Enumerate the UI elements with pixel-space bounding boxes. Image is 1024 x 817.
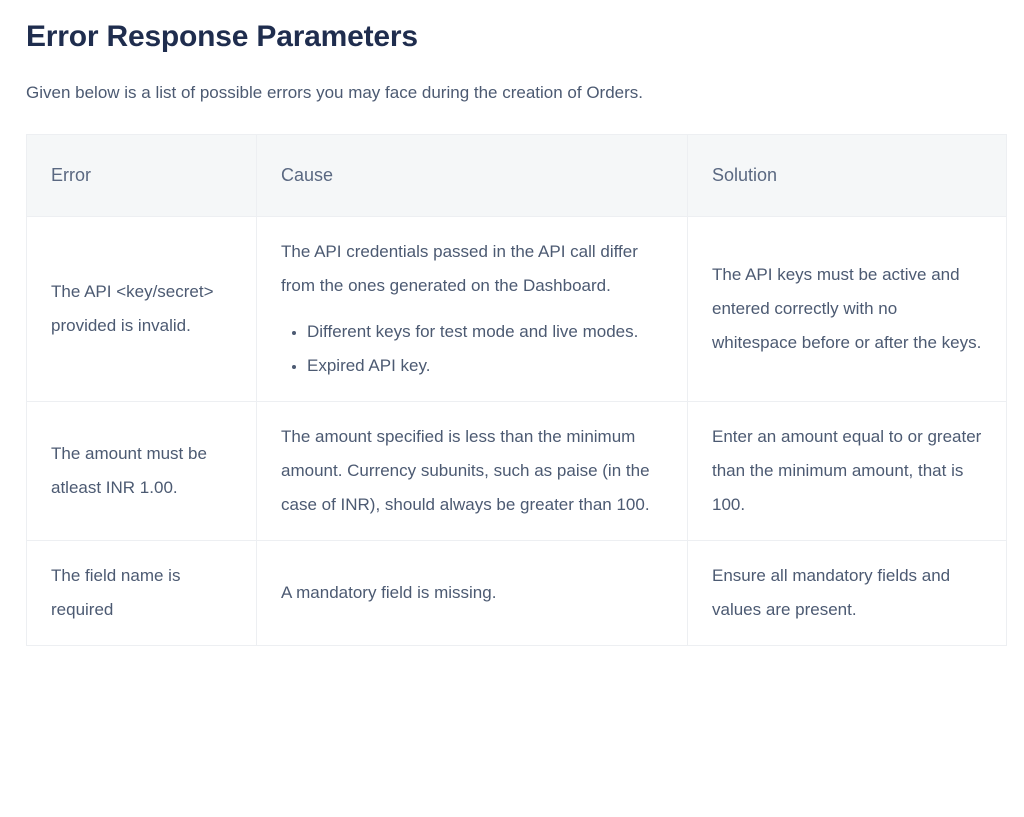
cause-text: The API credentials passed in the API ca… [281,242,638,295]
cell-solution: The API keys must be active and entered … [687,216,1007,402]
cell-solution: Ensure all mandatory fields and values a… [712,566,951,619]
column-header-cause: Cause [256,134,688,217]
cause-bullet-item: Expired API key. [307,349,663,383]
intro-paragraph: Given below is a list of possible errors… [26,83,644,102]
table-row: The API <key/secret> provided is invalid… [26,216,1007,402]
cause-bullet-list: Different keys for test mode and live mo… [281,315,663,383]
error-response-table: Error Cause Solution The API <key/secret… [26,134,1007,646]
table-header-row: Error Cause Solution [26,134,1007,217]
table-body: The API <key/secret> provided is invalid… [26,216,1007,646]
cell-cause: The amount specified is less than the mi… [256,401,688,541]
cause-bullet-item: Different keys for test mode and live mo… [307,315,663,349]
cell-solution: Enter an amount equal to or greater than… [687,401,1007,541]
cell-error: The field name is required [26,540,257,646]
table-row: The amount must be atleast INR 1.00. The … [26,401,1007,541]
cause-text: A mandatory field is missing. [281,583,497,602]
page-title: Error Response Parameters [26,20,418,53]
column-header-error: Error [26,134,257,217]
cell-error: The amount must be atleast INR 1.00. [26,401,257,541]
cell-cause: A mandatory field is missing. [256,540,688,646]
cell-error: The API <key/secret> provided is invalid… [26,216,257,402]
column-header-solution: Solution [687,134,1007,217]
table-header: Error Cause Solution [26,134,1007,217]
cell-cause: The API credentials passed in the API ca… [256,216,688,402]
cause-text: The amount specified is less than the mi… [281,427,650,514]
table-row: The field name is required A mandatory fi… [26,540,1007,646]
error-table-container: Error Cause Solution The API <key/secret… [26,134,1007,646]
